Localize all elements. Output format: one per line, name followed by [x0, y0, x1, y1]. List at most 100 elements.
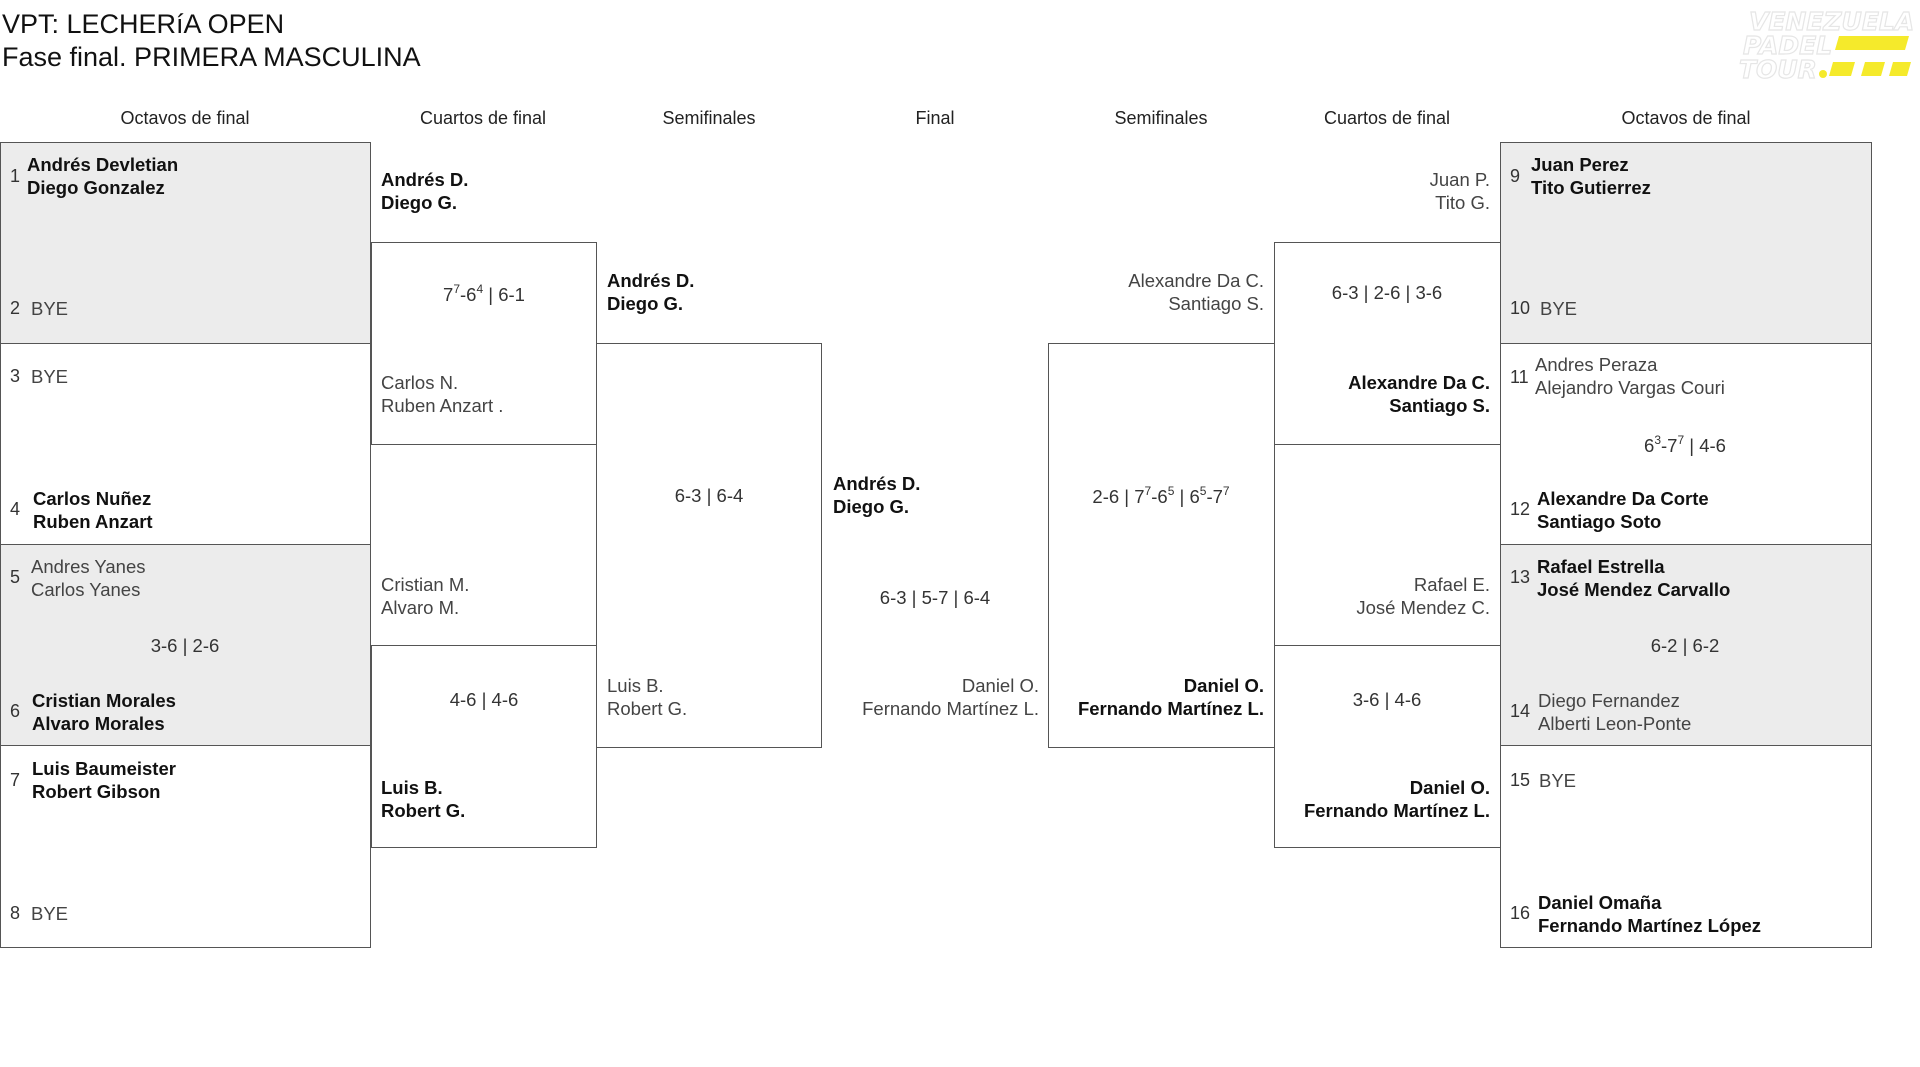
match-score: 77-64 | 6-1 — [443, 282, 525, 305]
logo-stripe-3 — [1861, 62, 1885, 76]
player-name: Luis Baumeister — [32, 758, 176, 779]
page-subtitle: Fase final. PRIMERA MASCULINA — [2, 42, 421, 72]
page-title: VPT: LECHERíA OPEN — [2, 9, 285, 39]
player-name: Diego G. — [833, 496, 910, 517]
player-name: BYE — [1539, 770, 1577, 791]
team-entry: Luis B.Robert G. — [607, 674, 687, 720]
player-name: BYE — [31, 298, 69, 319]
player-name: Daniel O. — [961, 675, 1039, 696]
seed-number: 1 — [10, 166, 21, 186]
player-name: Tito G. — [1435, 192, 1490, 213]
player-name: Alvaro M. — [381, 597, 460, 618]
player-name: Fernando Martínez López — [1538, 915, 1762, 936]
match-score: 63-77 | 4-6 — [1644, 433, 1726, 456]
col-header-sf-left: Semifinales — [662, 108, 756, 128]
team-entry: Cristian M.Alvaro M. — [381, 573, 469, 619]
col-header-final: Final — [915, 108, 955, 128]
final-score: 6-3 | 5-7 | 6-4 — [879, 587, 991, 608]
match-score: 2-6 | 77-65 | 65-77 — [1092, 484, 1230, 507]
player-name: Andrés D. — [607, 270, 695, 291]
seed-number: 10 — [1510, 298, 1531, 318]
seed-number: 15 — [1510, 770, 1531, 790]
team-entry: Daniel O.Fernando Martínez L. — [1304, 776, 1490, 822]
player-name: Luis B. — [381, 777, 443, 798]
seed-number: 8 — [10, 903, 21, 923]
player-name: Carlos Nuñez — [33, 488, 152, 509]
player-name: Santiago S. — [1389, 395, 1490, 416]
player-name: BYE — [31, 903, 69, 924]
player-name: Daniel Omaña — [1538, 892, 1662, 913]
player-name: Fernando Martínez L. — [862, 698, 1039, 719]
player-name: Ruben Anzart — [33, 511, 153, 532]
seed-number: 9 — [1510, 166, 1521, 186]
player-name: Cristian M. — [381, 574, 470, 595]
match-score: 6-3 | 2-6 | 3-6 — [1331, 282, 1443, 303]
col-header-r16-right: Octavos de final — [1621, 108, 1751, 128]
match-box-r16-l3 — [0, 544, 371, 746]
player-name: Carlos N. — [381, 372, 459, 393]
seed-number: 7 — [10, 770, 21, 790]
player-name: Daniel O. — [1183, 675, 1264, 696]
venezuela-padel-tour-logo: VENEZUELA PADEL TOUR — [1739, 6, 1914, 82]
logo-stripe-2 — [1829, 62, 1855, 76]
player-name: Rafael E. — [1413, 574, 1490, 595]
logo-stripe-1 — [1835, 36, 1909, 50]
player-name: Fernando Martínez L. — [1303, 800, 1490, 821]
match-box-r16-r3 — [1500, 544, 1872, 746]
player-name: Alberti Leon-Ponte — [1538, 713, 1692, 734]
match-score: 6-2 | 6-2 — [1650, 635, 1720, 656]
player-name: Juan Perez — [1531, 154, 1629, 175]
col-header-qf-left: Cuartos de final — [419, 108, 547, 128]
team-entry: Luis B.Robert G. — [381, 776, 465, 822]
team-entry: BYE — [31, 902, 68, 925]
seed-number: 14 — [1510, 701, 1531, 721]
team-entry: Andrés D.Diego G. — [607, 269, 694, 315]
player-name: Tito Gutierrez — [1531, 177, 1651, 198]
seed-number: 5 — [10, 567, 21, 587]
player-name: Alexandre Da C. — [1348, 372, 1490, 393]
logo-dot — [1819, 70, 1827, 78]
player-name: Robert G. — [381, 800, 466, 821]
player-name: Robert G. — [607, 698, 688, 719]
seed-number: 6 — [10, 701, 21, 721]
team-entry: Carlos N.Ruben Anzart . — [381, 371, 503, 417]
team-entry: BYE — [31, 297, 68, 320]
player-name: Fernando Martínez L. — [1077, 698, 1264, 719]
player-name: Rafael Estrella — [1537, 556, 1665, 577]
seed-number: 11 — [1510, 367, 1529, 387]
player-name: Ruben Anzart . — [381, 395, 504, 416]
logo-text-2: PADEL — [1743, 31, 1832, 60]
player-name: BYE — [31, 366, 69, 387]
player-name: José Mendez Carvallo — [1537, 579, 1731, 600]
team-entry: Alexandre Da C.Santiago S. — [1128, 269, 1264, 315]
player-name: Andrés Devletian — [27, 154, 179, 175]
team-entry: Alexandre Da C.Santiago S. — [1348, 371, 1490, 417]
match-box-r16-r1 — [1500, 142, 1872, 344]
match-box-sf-right — [1048, 343, 1275, 748]
match-score: 6-3 | 6-4 — [674, 485, 744, 506]
team-entry: Andrés D.Diego G. — [381, 168, 468, 214]
player-name: Alexandre Da C. — [1128, 270, 1264, 291]
match-score: 3-6 | 2-6 — [150, 635, 220, 656]
col-header-qf-right: Cuartos de final — [1323, 108, 1451, 128]
match-score: 3-6 | 4-6 — [1352, 689, 1422, 710]
logo-text-1: VENEZUELA — [1749, 7, 1914, 36]
player-name: Diego G. — [381, 192, 458, 213]
team-entry: Rafael E.José Mendez C. — [1356, 573, 1490, 619]
col-header-sf-right: Semifinales — [1114, 108, 1208, 128]
seed-number: 3 — [10, 366, 21, 386]
player-name: Alejandro Vargas Couri — [1535, 377, 1725, 398]
player-name: Andrés D. — [833, 473, 921, 494]
player-name: Andres Yanes — [31, 556, 146, 577]
player-name: Andrés D. — [381, 169, 469, 190]
player-name: Daniel O. — [1409, 777, 1490, 798]
player-name: Diego Gonzalez — [27, 177, 165, 198]
player-name: José Mendez C. — [1356, 597, 1490, 618]
